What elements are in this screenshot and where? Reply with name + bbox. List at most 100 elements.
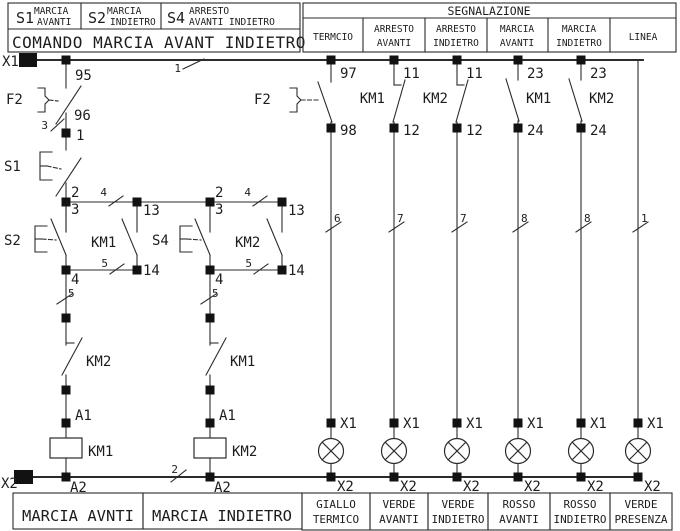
button-s4-id: S4 [167,9,185,27]
node-2-label: 2 [71,185,79,201]
node-2-label-r: 2 [215,185,223,201]
caption-row: MARCIA AVNTI MARCIA INDIETRO GIALLO TERM… [12,492,673,531]
signal-column-arresto-avanti: 11 KM1 12 7 X1 X2 [360,59,420,495]
rung-reverse: 2 3 4 13 S4 KM2 5 4 14 5 KM1 [152,185,305,496]
signal-header-arresto-avanti-2: AVANTI [377,38,411,49]
button-s2-desc2: INDIETRO [110,17,156,28]
terminal-a1-reverse: A1 [219,408,236,424]
sig1-lamp-x2: X2 [337,479,354,495]
sig5-lamp-x1: X1 [590,416,607,432]
coil-km1 [49,437,83,459]
device-km1-aux-label: KM1 [91,235,116,251]
sig5-bottom-no: 24 [590,123,607,139]
coil-km2 [193,437,227,459]
sig4-top-no: 23 [527,66,544,82]
signal-header-linea: LINEA [629,32,658,43]
top-bus: X1 1 [2,53,644,75]
contact-f2-95: 95 [75,68,92,84]
connection-nodes [61,55,643,482]
node-13-label-r: 13 [288,203,305,219]
wire-5v-label: 5 [68,287,75,300]
command-header-box: S1 MARCIA AVANTI S2 MARCIA INDIETRO S4 A… [7,2,306,53]
signal-header-termico: TERMCIO [313,32,353,43]
caption-lamp5-line1: ROSSO [563,498,596,511]
aux-contact-km1 [121,201,138,271]
wire-3-label: 3 [41,119,48,132]
terminal-a2-reverse: A2 [214,480,231,496]
sig3-wire-no: 7 [460,212,467,225]
signal-header-marcia-avanti-2: AVANTI [500,38,534,49]
signal-header-arresto-indietro-2: INDIETRO [433,38,479,49]
sig2-bottom-no: 12 [403,123,420,139]
sig2-top-no: 11 [403,66,420,82]
bottom-bus: X2 2 [1,463,639,492]
caption-marcia-avanti: MARCIA AVNTI [22,507,134,525]
caption-lamp1-line2: TERMICO [313,513,359,526]
button-s1-desc1: MARCIA [34,6,69,17]
signaling-header-box: SEGNALAZIONE TERMCIO ARRESTO AVANTI ARRE… [302,2,677,53]
button-s4-desc2: AVANTI INDIETRO [189,17,275,28]
sig1-bottom-no: 98 [340,123,357,139]
caption-lamp2-line1: VERDE [382,498,415,511]
device-s2-label: S2 [4,233,21,249]
device-km2-aux-label: KM2 [235,235,260,251]
caption-lamp6-line1: VERDE [624,498,657,511]
sig2-lamp-x1: X1 [403,416,420,432]
signal-column-linea: 1 X1 X2 [624,59,664,495]
caption-lamp2-line2: AVANTI [379,513,419,526]
contact-f2-96: 96 [74,108,91,124]
sig5-lamp-x2: X2 [587,479,604,495]
aux-contact-km2 [266,201,283,271]
coil-km2-label: KM2 [232,444,257,460]
sig5-wire-no: 8 [584,212,591,225]
device-s4-label: S4 [152,233,169,249]
button-s2-id: S2 [88,9,106,27]
sig1-device-label: F2 [254,92,271,108]
node-1-label: 1 [76,128,84,144]
lamp-verde-presenza [624,437,652,465]
caption-lamp3-line1: VERDE [441,498,474,511]
node-14-label: 14 [143,263,160,279]
device-f2-label: F2 [6,92,23,108]
sig3-lamp-x1: X1 [466,416,483,432]
sig3-device-label: KM2 [423,91,448,107]
sig6-wire-no: 1 [641,212,648,225]
signal-header-arresto-avanti-1: ARRESTO [374,24,414,35]
coil-km1-label: KM1 [88,444,113,460]
signal-header-marcia-indietro-2: INDIETRO [556,38,602,49]
caption-marcia-indietro: MARCIA INDIETRO [152,507,292,525]
node-3-label-r: 3 [215,202,223,218]
lamp-rosso-avanti [504,437,532,465]
wire-5v-label-r: 5 [212,287,219,300]
wire-5h-label-r: 5 [245,257,252,270]
sig3-top-no: 11 [466,66,483,82]
sig6-lamp-x1: X1 [647,416,664,432]
sig1-lamp-x1: X1 [340,416,357,432]
wire-1-top-label: 1 [174,62,181,75]
button-s4-desc1: ARRESTO [189,6,229,17]
device-km2-interlock-label: KM2 [86,354,111,370]
sig4-lamp-x2: X2 [524,479,541,495]
device-s1-label: S1 [4,159,21,175]
caption-lamp3-line2: INDIETRO [432,513,485,526]
sig4-wire-no: 8 [521,212,528,225]
terminal-a2-forward: A2 [70,480,87,496]
terminal-x2-bottom [14,470,33,484]
command-title: COMANDO MARCIA AVANT INDIETRO [12,33,306,52]
rung-forward: 95 F2 96 3 1 S1 2 3 4 13 [4,59,283,496]
lamp-rosso-indietro [567,437,595,465]
signal-column-arresto-indietro: 11 KM2 12 7 X1 X2 [423,59,483,495]
pushbutton-s2 [34,205,67,256]
signal-column-termico: 97 F2 98 6 X1 X2 [254,59,357,495]
pushbutton-s1 [39,151,82,197]
signal-header-marcia-indietro-1: MARCIA [562,24,597,35]
sig4-bottom-no: 24 [527,123,544,139]
node-4-label: 4 [71,272,79,288]
terminal-x1-label: X1 [2,54,19,70]
terminal-a1-forward: A1 [75,408,92,424]
thermal-contact-f2-signal [289,81,333,123]
sig5-top-no: 23 [590,66,607,82]
signal-column-marcia-avanti: 23 KM1 24 8 X1 X2 [504,59,551,495]
lamp-giallo-termico [317,437,345,465]
